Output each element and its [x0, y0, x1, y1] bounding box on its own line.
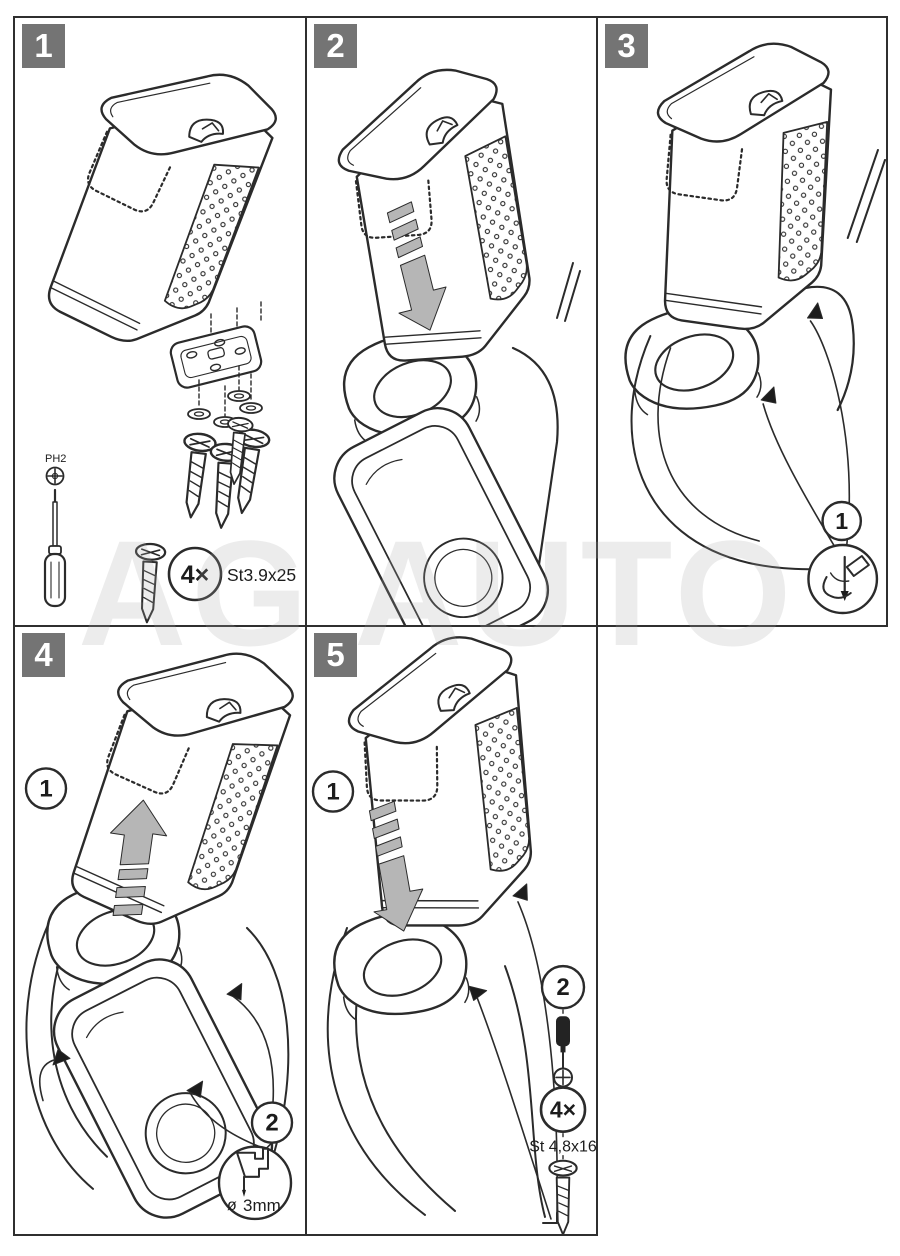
step-circle-label: 1 [835, 508, 848, 534]
quantity-label: 4× [550, 1097, 576, 1123]
console-side [804, 285, 855, 412]
step-circle [821, 500, 863, 542]
latch-points-illustration: 1 [619, 38, 886, 615]
step-circle-label: 1 [39, 776, 52, 803]
panel-step-2: 2 [307, 16, 598, 627]
armrest-illustration [65, 627, 302, 946]
pointer-arrow [757, 386, 781, 409]
panel-step-5: 5 1 2 [307, 627, 598, 1236]
slide-on-illustration [315, 54, 581, 625]
leader-line [474, 901, 559, 1220]
hand-press-icon [822, 555, 870, 601]
armrest-illustration [329, 627, 566, 943]
step-circle [250, 1101, 294, 1144]
quantity-circle [167, 546, 223, 602]
drill-circle [217, 1145, 293, 1221]
quantity-label: 4× [181, 561, 210, 589]
screwdriver-icon [43, 488, 67, 608]
step-number-badge: 3 [605, 24, 648, 68]
seat-line [846, 149, 886, 243]
step-circle-label: 2 [556, 974, 569, 1001]
armrest-illustration [40, 45, 286, 366]
step-circle [540, 964, 586, 1010]
step-circle-label: 2 [265, 1110, 278, 1137]
panel-step-1: 1 [13, 16, 307, 627]
drill-size-label: 3mm [243, 1196, 281, 1215]
pointer-arrow [510, 883, 533, 905]
exploded-view-illustration: PH2 4× St3.9x25 [40, 45, 296, 625]
phillips-bit-icon [45, 466, 65, 486]
step-number-badge: 1 [22, 24, 65, 68]
step-number-badge: 2 [314, 24, 357, 68]
drill-diameter-symbol: ø [227, 1196, 237, 1214]
screw-icon [131, 542, 167, 625]
step-number-badge: 5 [314, 633, 357, 677]
screw-spec-label: St3.9x25 [227, 565, 296, 585]
pointer-arrow [463, 980, 488, 1004]
removal-drill-illustration: 1 2 ø 3m [24, 627, 302, 1232]
step-circle-label: 1 [326, 779, 339, 806]
mounting-plate [169, 325, 263, 389]
washer-icon [227, 390, 251, 402]
armrest-illustration [315, 54, 568, 379]
refit-screws-illustration: 1 2 [311, 627, 596, 1234]
screwdriver-icon [553, 1016, 573, 1088]
step-circle [311, 770, 355, 813]
panel-step-4: 4 1 2 [13, 627, 307, 1236]
quantity-circle [539, 1086, 587, 1133]
screw-spec-label: St 4,8x16 [529, 1138, 596, 1156]
step-number-badge: 4 [22, 633, 65, 677]
pointer-arrow [224, 982, 247, 1004]
panel-step-3: 3 1 [598, 16, 888, 627]
step-circle [24, 767, 68, 810]
bit-size-label: PH2 [45, 453, 66, 465]
press-release-button-icon [807, 543, 879, 615]
drill-icon [236, 1147, 269, 1197]
screw-icon [174, 430, 218, 521]
washer-icon [239, 402, 263, 414]
washer-icon [187, 408, 211, 420]
seat-line [556, 262, 581, 322]
